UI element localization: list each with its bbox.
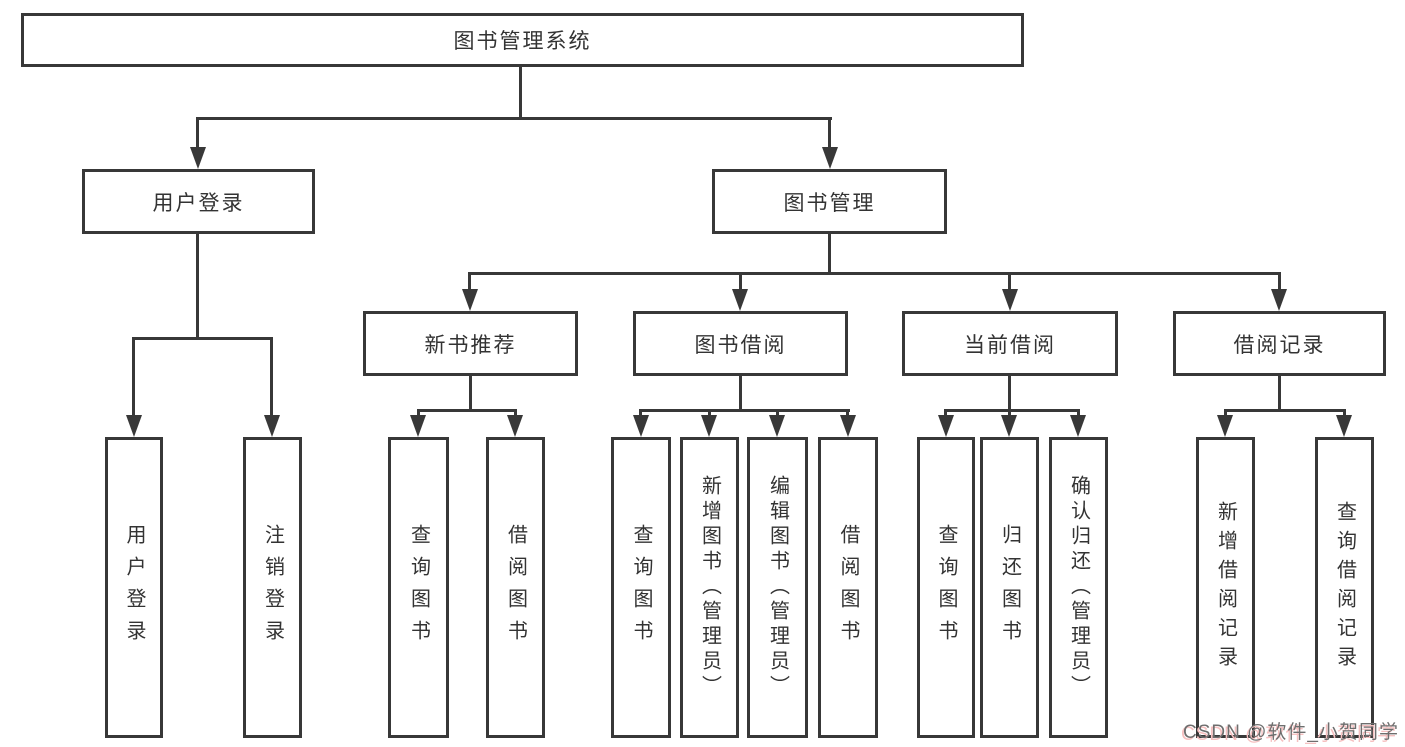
- connector-line: [1224, 409, 1346, 412]
- arrow-down-icon: [126, 415, 142, 437]
- connector-line: [1278, 376, 1281, 409]
- leaf-user-login: 用户登录: [105, 437, 163, 738]
- connector-line: [944, 409, 947, 419]
- arrow-down-icon: [1001, 415, 1017, 437]
- arrow-down-icon: [264, 415, 280, 437]
- connector-line: [196, 234, 199, 337]
- connector-line: [739, 272, 742, 292]
- node-book-borrow-label: 图书借阅: [694, 333, 787, 357]
- arrow-down-icon: [769, 415, 785, 437]
- connector-line: [469, 376, 472, 409]
- leaf-add-books-admin-label: 新增图书（管理员）: [698, 475, 721, 700]
- connector-line: [132, 337, 135, 417]
- leaf-confirm-return-admin: 确认归还（管理员）: [1049, 437, 1108, 738]
- leaf-borrow-books-2-label: 借阅图书: [837, 523, 859, 652]
- arrow-down-icon: [462, 289, 478, 311]
- connector-line: [1008, 409, 1011, 419]
- connector-line: [519, 67, 522, 117]
- arrow-down-icon: [732, 289, 748, 311]
- arrow-down-icon: [633, 415, 649, 437]
- connector-line: [196, 117, 199, 149]
- leaf-logout: 注销登录: [243, 437, 302, 738]
- arrow-down-icon: [1217, 415, 1233, 437]
- connector-line: [270, 337, 273, 417]
- node-current-borrow-label: 当前借阅: [964, 333, 1056, 357]
- connector-line: [776, 409, 779, 419]
- connector-line: [828, 117, 831, 149]
- node-user-login-label: 用户登录: [152, 191, 245, 215]
- leaf-query-books-1: 查询图书: [388, 437, 449, 738]
- connector-line: [639, 409, 642, 419]
- connector-line: [1008, 376, 1011, 409]
- leaf-query-books-2-label: 查询图书: [630, 523, 652, 652]
- arrow-down-icon: [701, 415, 717, 437]
- leaf-query-borrow-record-label: 查询借阅记录: [1333, 500, 1356, 675]
- leaf-return-books: 归还图书: [980, 437, 1039, 738]
- connector-line: [196, 117, 832, 120]
- arrow-down-icon: [1271, 289, 1287, 311]
- connector-line: [1343, 409, 1346, 419]
- node-new-book-recommend-label: 新书推荐: [424, 333, 517, 357]
- leaf-confirm-return-admin-label: 确认归还（管理员）: [1067, 475, 1090, 700]
- connector-line: [739, 376, 742, 409]
- arrow-down-icon: [840, 415, 856, 437]
- connector-line: [708, 409, 711, 419]
- arrow-down-icon: [1070, 415, 1086, 437]
- connector-line: [468, 272, 471, 292]
- connector-line: [846, 409, 849, 419]
- root-node: 图书管理系统: [21, 13, 1024, 67]
- leaf-add-borrow-record-label: 新增借阅记录: [1214, 500, 1237, 675]
- leaf-query-books-3: 查询图书: [917, 437, 975, 738]
- node-book-management-label: 图书管理: [783, 191, 876, 215]
- leaf-query-books-3-label: 查询图书: [935, 523, 957, 652]
- node-borrow-records-label: 借阅记录: [1233, 333, 1326, 357]
- leaf-query-books-2: 查询图书: [611, 437, 671, 738]
- connector-line: [132, 337, 273, 340]
- leaf-borrow-books-2: 借阅图书: [818, 437, 878, 738]
- arrow-down-icon: [190, 147, 206, 169]
- node-book-borrow: 图书借阅: [633, 311, 848, 376]
- leaf-add-books-admin: 新增图书（管理员）: [680, 437, 739, 738]
- connector-line: [417, 409, 517, 412]
- node-new-book-recommend: 新书推荐: [363, 311, 578, 376]
- arrow-down-icon: [1336, 415, 1352, 437]
- csdn-watermark: CSDN @软件_小贺同学: [1183, 722, 1399, 743]
- connector-line: [1278, 272, 1281, 292]
- leaf-query-books-1-label: 查询图书: [407, 523, 430, 652]
- connector-line: [1008, 272, 1011, 292]
- connector-line: [944, 409, 1080, 412]
- connector-line: [828, 234, 831, 272]
- arrow-down-icon: [1002, 289, 1018, 311]
- leaf-user-login-label: 用户登录: [123, 523, 145, 652]
- leaf-edit-books-admin: 编辑图书（管理员）: [747, 437, 808, 738]
- node-book-management: 图书管理: [712, 169, 947, 234]
- leaf-borrow-books-1: 借阅图书: [486, 437, 545, 738]
- arrow-down-icon: [507, 415, 523, 437]
- leaf-edit-books-admin-label: 编辑图书（管理员）: [766, 475, 789, 700]
- leaf-logout-label: 注销登录: [261, 523, 284, 652]
- node-borrow-records: 借阅记录: [1173, 311, 1386, 376]
- root-node-label: 图书管理系统: [453, 30, 592, 53]
- connector-line: [468, 272, 1281, 275]
- node-user-login: 用户登录: [82, 169, 315, 234]
- connector-line: [514, 409, 517, 419]
- connector-line: [639, 409, 850, 412]
- connector-line: [1224, 409, 1227, 419]
- connector-line: [1077, 409, 1080, 419]
- arrow-down-icon: [410, 415, 426, 437]
- leaf-query-borrow-record: 查询借阅记录: [1315, 437, 1374, 738]
- connector-line: [417, 409, 420, 419]
- leaf-return-books-label: 归还图书: [998, 523, 1021, 652]
- leaf-add-borrow-record: 新增借阅记录: [1196, 437, 1255, 738]
- node-current-borrow: 当前借阅: [902, 311, 1118, 376]
- leaf-borrow-books-1-label: 借阅图书: [504, 523, 527, 652]
- arrow-down-icon: [822, 147, 838, 169]
- arrow-down-icon: [938, 415, 954, 437]
